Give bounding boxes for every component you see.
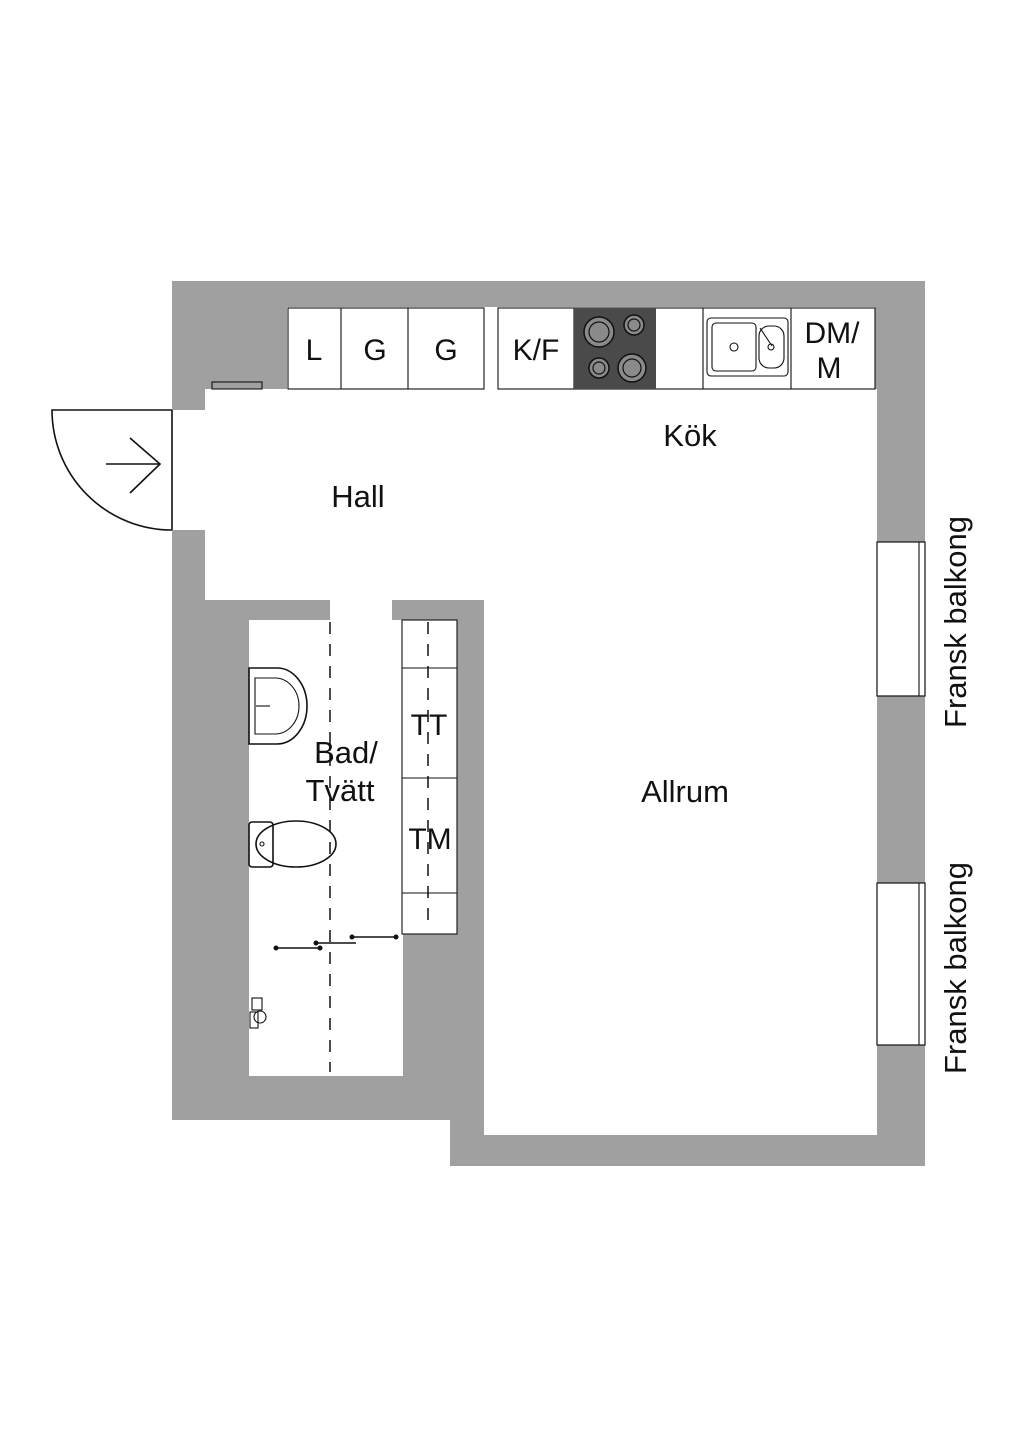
balcony-label-lower: Fransk balkong bbox=[938, 862, 973, 1074]
french-balcony-window-upper bbox=[876, 541, 926, 697]
french-balcony-window-lower bbox=[876, 882, 926, 1046]
stove-icon bbox=[574, 308, 656, 389]
room-label-hall: Hall bbox=[331, 479, 384, 514]
laundry-label-washer: TM bbox=[408, 823, 451, 856]
entrance-door bbox=[51, 409, 173, 531]
laundry-label-dryer: TT bbox=[411, 709, 448, 742]
kitchen-unit-label-4: K/F bbox=[513, 334, 560, 367]
main-floor bbox=[172, 389, 877, 1135]
kitchen-sink-icon bbox=[706, 317, 789, 377]
toilet-icon bbox=[248, 820, 337, 868]
laundry-cabinet bbox=[401, 619, 458, 935]
shower-faucet-icon bbox=[249, 997, 267, 1029]
room-label-bath-line2: Tvätt bbox=[306, 773, 375, 808]
shower-rail bbox=[273, 934, 399, 951]
kitchen-counter bbox=[287, 307, 876, 390]
room-label-bath-line1: Bad/ bbox=[314, 735, 378, 770]
room-label-living: Allrum bbox=[641, 774, 729, 809]
entrance-arrow-icon bbox=[106, 437, 162, 494]
bathroom-doorway bbox=[330, 596, 392, 622]
kitchen-unit-label-5b: M bbox=[817, 352, 842, 385]
hall-shelf bbox=[211, 381, 263, 390]
kitchen-unit-label-2: G bbox=[363, 334, 386, 367]
balcony-label-upper: Fransk balkong bbox=[938, 516, 973, 728]
kitchen-unit-label-1: L bbox=[306, 334, 323, 367]
bathroom-floor bbox=[249, 620, 457, 1076]
kitchen-unit-label-5a: DM/ bbox=[805, 317, 861, 350]
washbasin-icon bbox=[248, 667, 308, 745]
room-label-kitchen: Kök bbox=[663, 418, 717, 453]
entrance-opening bbox=[168, 410, 208, 530]
kitchen-unit-label-3: G bbox=[434, 334, 457, 367]
